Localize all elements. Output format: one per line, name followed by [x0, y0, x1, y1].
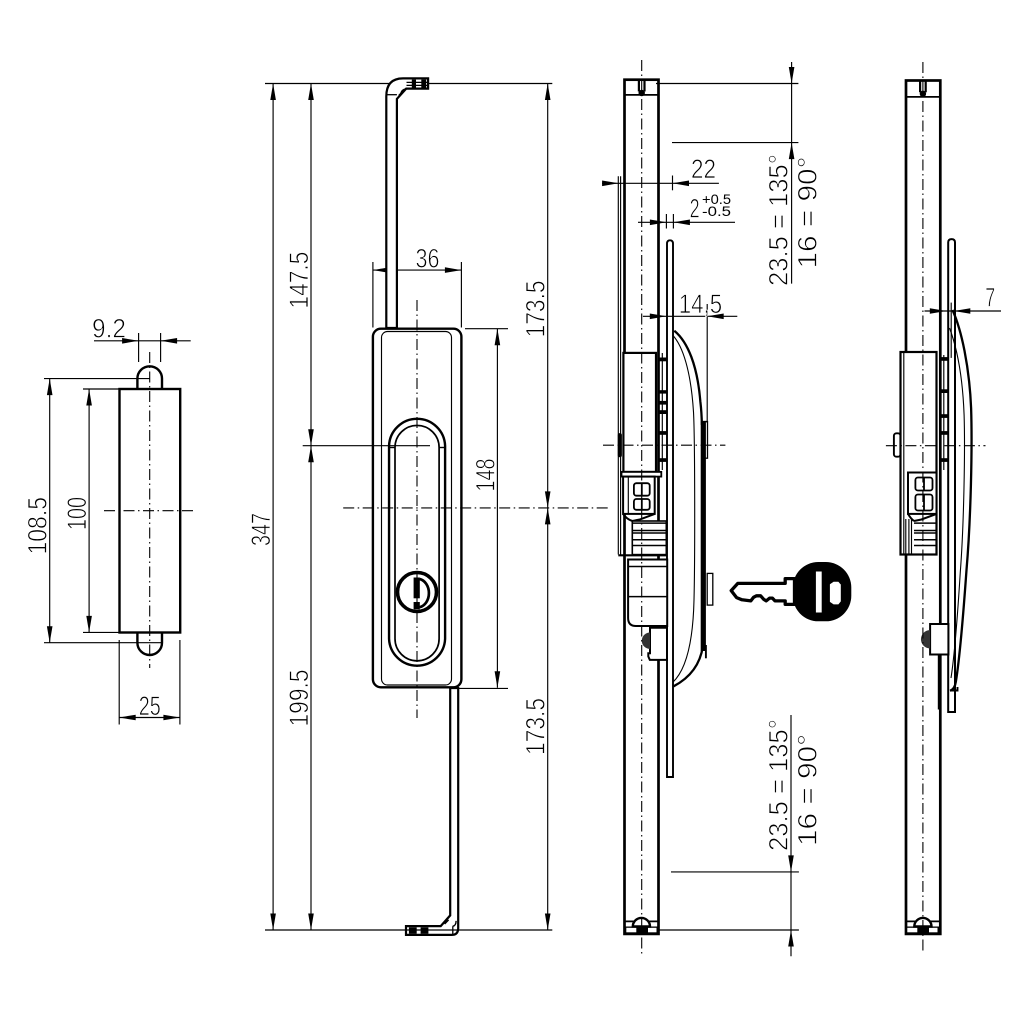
- svg-text:+0.5: +0.5: [702, 191, 731, 207]
- svg-text:-0.5: -0.5: [702, 203, 731, 219]
- svg-text:22: 22: [691, 154, 716, 184]
- svg-text:14,5: 14,5: [679, 289, 723, 319]
- svg-text:36: 36: [416, 244, 440, 274]
- svg-text:2: 2: [690, 193, 700, 223]
- svg-text:23.5 = 135°: 23.5 = 135°: [764, 719, 794, 851]
- svg-text:173.5: 173.5: [521, 698, 551, 755]
- svg-text:25: 25: [139, 691, 161, 721]
- svg-text:147.5: 147.5: [284, 252, 314, 309]
- svg-text:9.2: 9.2: [92, 314, 126, 344]
- svg-text:100: 100: [62, 497, 92, 530]
- svg-text:16 = 90°: 16 = 90°: [793, 157, 823, 269]
- svg-text:16 = 90°: 16 = 90°: [793, 734, 823, 846]
- svg-text:23.5 = 135°: 23.5 = 135°: [764, 154, 794, 286]
- svg-text:199.5: 199.5: [284, 670, 314, 727]
- svg-text:108.5: 108.5: [23, 497, 53, 555]
- svg-text:7: 7: [985, 282, 995, 312]
- svg-text:148: 148: [470, 459, 500, 492]
- svg-text:347: 347: [246, 513, 276, 546]
- svg-text:173.5: 173.5: [521, 280, 551, 337]
